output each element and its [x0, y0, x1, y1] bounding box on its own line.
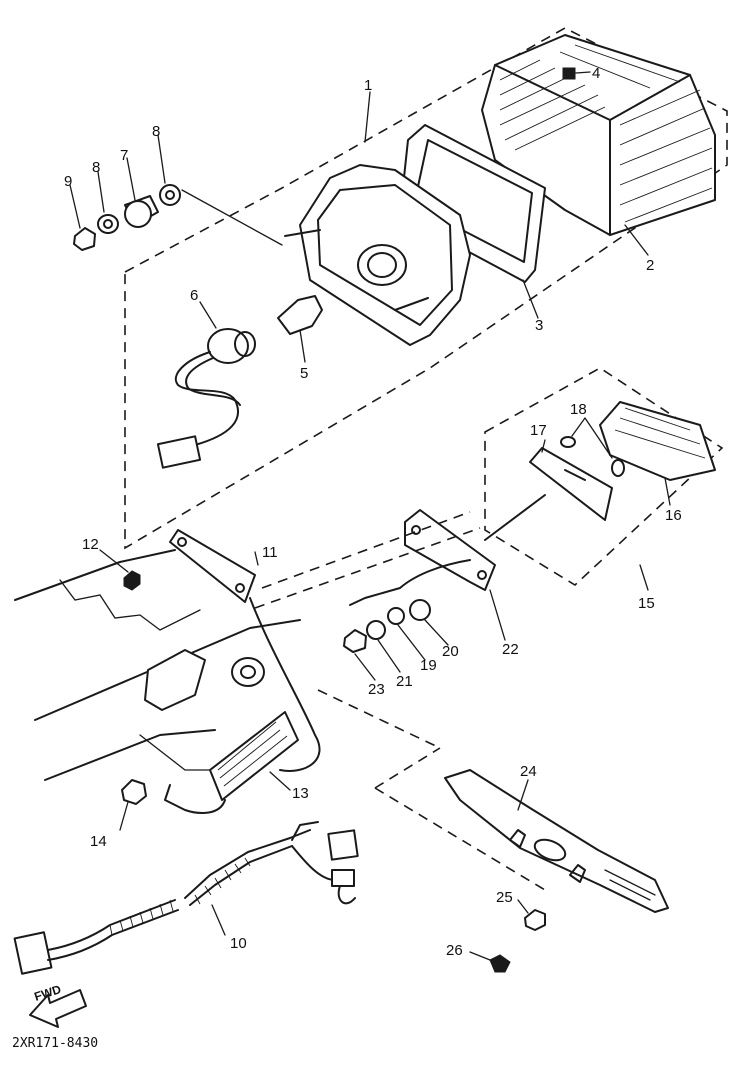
- leader-4: [575, 71, 591, 74]
- callout-2: 2: [646, 257, 655, 274]
- document-code: 2XR171-8430: [12, 1036, 99, 1051]
- reflector-plate-11: [169, 529, 256, 603]
- leader-17: [541, 439, 546, 453]
- callout-1: 1: [364, 77, 373, 94]
- leader-22: [489, 589, 506, 641]
- callout-9: 9: [64, 173, 73, 190]
- leader-9: [69, 184, 81, 229]
- leader-12: [99, 549, 129, 573]
- link-line-3: [317, 689, 441, 749]
- link-line-4: [374, 747, 441, 789]
- callout-24: 24: [520, 763, 537, 780]
- link-line-1: [261, 511, 471, 589]
- callout-18: 18: [570, 401, 587, 418]
- mounting-bracket-24: [444, 769, 669, 913]
- link-line-2: [254, 527, 481, 609]
- leader-25: [517, 899, 529, 914]
- leader-24: [517, 779, 529, 811]
- callout-23: 23: [368, 681, 385, 698]
- tail-lamp-housing: [284, 164, 471, 346]
- tail-bulb: [277, 295, 323, 363]
- rear-fender-outline: [14, 549, 321, 814]
- callout-13: 13: [292, 785, 309, 802]
- leader-26: [469, 951, 491, 961]
- callout-16: 16: [665, 507, 682, 524]
- part-25-nut: [524, 909, 546, 931]
- callout-7: 7: [120, 147, 129, 164]
- callout-5: 5: [300, 365, 309, 382]
- assembly-15-boundary: [484, 367, 724, 586]
- leader-8a: [157, 134, 166, 184]
- leader-8b: [97, 171, 105, 213]
- leader-13: [269, 771, 291, 791]
- grommet-set: [73, 184, 283, 251]
- callout-3: 3: [535, 317, 544, 334]
- callout-8a: 8: [152, 123, 161, 140]
- leader-7: [126, 157, 136, 201]
- callout-26: 26: [446, 942, 463, 959]
- callout-12: 12: [82, 536, 99, 553]
- part-14-nut: [121, 779, 147, 805]
- callout-14: 14: [90, 833, 107, 850]
- callout-25: 25: [496, 889, 513, 906]
- callout-11: 11: [262, 544, 278, 561]
- callout-15: 15: [638, 595, 655, 612]
- license-lamp-base: [484, 447, 613, 541]
- license-bulbs: [560, 417, 625, 477]
- assembly-1-boundary: [124, 27, 728, 550]
- part-12-nut: [123, 570, 141, 591]
- callout-8b: 8: [92, 159, 101, 176]
- leader-14: [119, 801, 129, 831]
- wire-harness-10: [13, 821, 359, 975]
- rear-reflector-13: [209, 711, 299, 801]
- callout-20: 20: [442, 643, 459, 660]
- callout-19: 19: [420, 657, 437, 674]
- callout-4: 4: [592, 65, 601, 82]
- fwd-arrow: [29, 989, 87, 1028]
- bulb-socket-harness: [156, 301, 256, 469]
- lens-gasket: [399, 124, 546, 283]
- callout-21: 21: [396, 673, 413, 690]
- leader-3: [522, 279, 539, 319]
- leader-2: [624, 224, 649, 256]
- part-26-nut: [489, 954, 511, 973]
- leader-15: [639, 564, 649, 591]
- leader-11: [254, 551, 259, 566]
- callout-17: 17: [530, 422, 547, 439]
- leader-10: [211, 904, 226, 936]
- license-lamp-bracket: [349, 509, 496, 606]
- callout-10: 10: [230, 935, 247, 952]
- part-4-nut: [562, 67, 576, 80]
- license-fasteners: [343, 599, 449, 681]
- leader-16: [664, 477, 671, 506]
- callout-22: 22: [502, 641, 519, 658]
- callout-6: 6: [190, 287, 199, 304]
- leader-1: [364, 91, 371, 143]
